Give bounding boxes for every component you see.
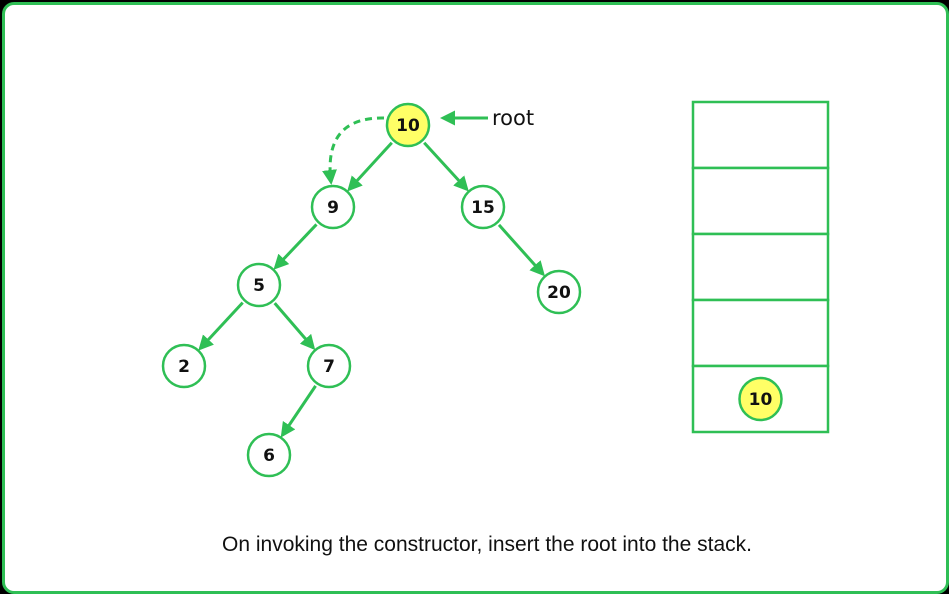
edge-n15-n20: [497, 223, 546, 277]
tree-nodes: 10 9 15 5 20 2 7 6: [161, 102, 582, 478]
tree-node-10: 10: [385, 102, 431, 148]
edge-n10-n15: [423, 141, 469, 192]
stack-cell-box: [691, 166, 830, 236]
traversal-hint-arrow: [322, 116, 385, 185]
tree-node-label: 20: [547, 283, 571, 303]
tree-node-9: 9: [310, 184, 356, 230]
tree-node-circle: [460, 184, 506, 230]
stack-cell-box: [691, 232, 830, 302]
edge-n7-n6: [280, 385, 317, 438]
tree-node-label: 9: [327, 198, 339, 218]
tree-node-6: 6: [246, 432, 292, 478]
stack-cell-1: [691, 166, 830, 236]
stack-cell-3: [691, 298, 830, 368]
tree-node-label: 7: [323, 357, 335, 377]
root-pointer: root: [440, 106, 534, 130]
stack-cell-box: [691, 298, 830, 368]
tree-node-circle: [236, 262, 282, 308]
tree-node-label: 15: [471, 198, 495, 218]
tree-node-7: 7: [306, 343, 352, 389]
tree-node-5: 5: [236, 262, 282, 308]
tree-node-circle: [246, 432, 292, 478]
tree-node-label: 5: [253, 276, 265, 296]
tree-node-circle: [536, 269, 582, 315]
stack-value-circle: [738, 376, 783, 422]
caption: On invoking the constructor, insert the …: [222, 533, 752, 556]
tree-node-label: 6: [263, 446, 275, 466]
tree-node-20: 20: [536, 269, 582, 315]
edge-n5-n2: [198, 301, 244, 351]
edge-n5-n7: [273, 302, 316, 351]
tree-node-15: 15: [460, 184, 506, 230]
tree-node-circle: [385, 102, 431, 148]
tree-edges: [198, 141, 546, 438]
edge-n10-n9: [347, 141, 393, 192]
stack-cell-box: [691, 100, 830, 170]
stack: 10: [691, 100, 830, 434]
tree-node-label: 2: [178, 357, 190, 377]
stack-value-label: 10: [749, 390, 773, 410]
tree-node-circle: [310, 184, 356, 230]
stack-cell-2: [691, 232, 830, 302]
tree-node-label: 10: [396, 116, 420, 136]
stack-cell-0: [691, 100, 830, 170]
stack-cell-4: 10: [691, 364, 830, 434]
tree-node-2: 2: [161, 343, 207, 389]
tree-node-circle: [306, 343, 352, 389]
root-pointer-label: root: [492, 106, 534, 130]
tree-node-circle: [161, 343, 207, 389]
edge-n9-n5: [273, 223, 318, 270]
